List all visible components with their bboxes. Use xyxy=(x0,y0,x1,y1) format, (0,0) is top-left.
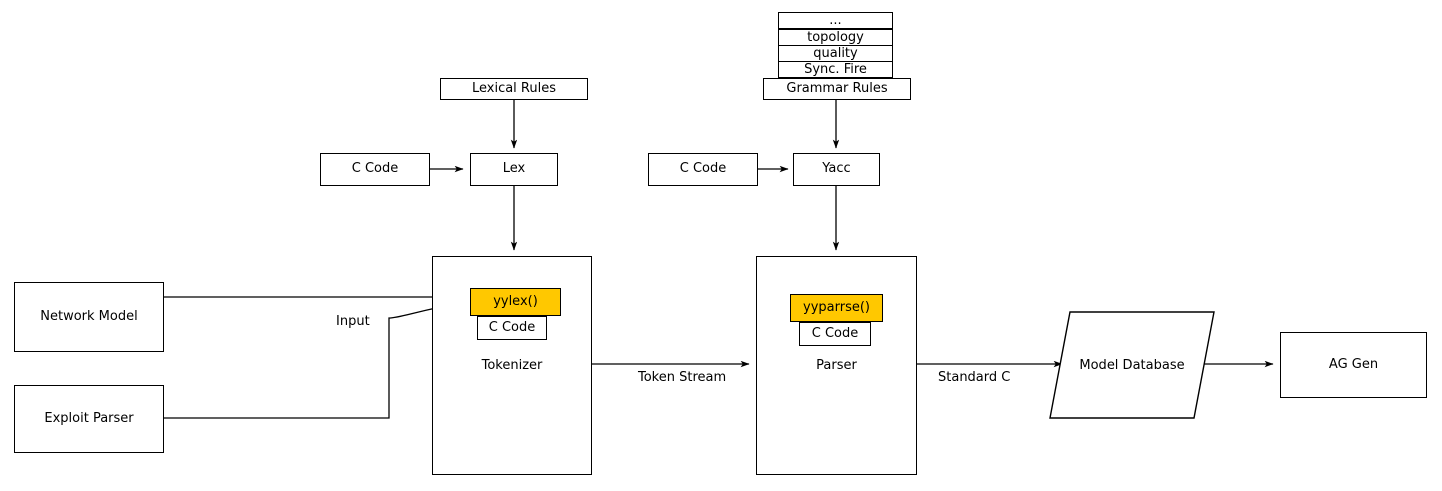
node-network-model-label: Network Model xyxy=(40,308,138,324)
container-tokenizer-label-text: Tokenizer xyxy=(481,358,543,373)
edge-label-token-stream: Token Stream xyxy=(638,370,726,385)
node-lex[interactable]: Lex xyxy=(470,153,558,186)
container-parser-label: Parser xyxy=(756,358,917,373)
grammar-stack-item-1: topology xyxy=(778,29,893,46)
node-c-code-lex[interactable]: C Code xyxy=(320,153,430,186)
node-c-code-tokenizer-label: C Code xyxy=(488,319,536,335)
edge-label-input: Input xyxy=(336,314,370,329)
node-c-code-yacc-label: C Code xyxy=(679,161,727,177)
grammar-stack-item-0: ... xyxy=(778,12,893,29)
node-ag-gen[interactable]: AG Gen xyxy=(1280,332,1427,398)
node-network-model[interactable]: Network Model xyxy=(14,282,164,352)
node-c-code-tokenizer[interactable]: C Code xyxy=(477,316,547,340)
edge-label-input-text: Input xyxy=(336,314,370,329)
node-grammar-rules-label: Grammar Rules xyxy=(786,80,888,96)
node-ag-gen-label: AG Gen xyxy=(1328,356,1379,372)
grammar-stack-item-2: quality xyxy=(778,45,893,62)
container-tokenizer-label: Tokenizer xyxy=(432,358,592,373)
node-c-code-lex-label: C Code xyxy=(351,161,399,177)
edge-label-standard-c-text: Standard C xyxy=(938,370,1011,385)
edge-label-token-stream-text: Token Stream xyxy=(638,370,727,385)
node-c-code-parser[interactable]: C Code xyxy=(799,322,871,346)
grammar-stack-item-label: topology xyxy=(807,30,864,45)
node-c-code-yacc[interactable]: C Code xyxy=(648,153,758,186)
node-yyparse[interactable]: yyparrse() xyxy=(790,294,883,322)
edge-exploit-parser-to-yylex xyxy=(164,301,463,419)
node-exploit-parser-label: Exploit Parser xyxy=(44,410,134,426)
node-yacc[interactable]: Yacc xyxy=(793,153,880,186)
grammar-stack-item-label: Sync. Fire xyxy=(804,62,867,77)
node-c-code-parser-label: C Code xyxy=(811,325,859,341)
node-model-database-label: Model Database xyxy=(1079,357,1185,373)
node-grammar-rules[interactable]: Grammar Rules xyxy=(763,78,911,100)
node-yylex[interactable]: yylex() xyxy=(470,288,561,316)
node-yyparse-label: yyparrse() xyxy=(803,299,870,315)
node-lexical-rules[interactable]: Lexical Rules xyxy=(440,78,588,100)
container-parser[interactable] xyxy=(756,256,917,475)
model-database-shape xyxy=(1049,311,1215,419)
container-parser-label-text: Parser xyxy=(816,358,857,373)
grammar-stack-item-label: ... xyxy=(829,13,842,28)
node-yacc-label: Yacc xyxy=(822,161,851,177)
node-lexical-rules-label: Lexical Rules xyxy=(471,80,557,96)
edge-label-standard-c: Standard C xyxy=(938,370,1010,385)
node-lex-label: Lex xyxy=(502,161,526,177)
grammar-stack-item-label: quality xyxy=(813,46,858,61)
node-yylex-label: yylex() xyxy=(493,293,538,309)
grammar-stack-item-3: Sync. Fire xyxy=(778,61,893,78)
node-exploit-parser[interactable]: Exploit Parser xyxy=(14,385,164,453)
node-model-database[interactable]: Model Database xyxy=(1048,310,1216,420)
